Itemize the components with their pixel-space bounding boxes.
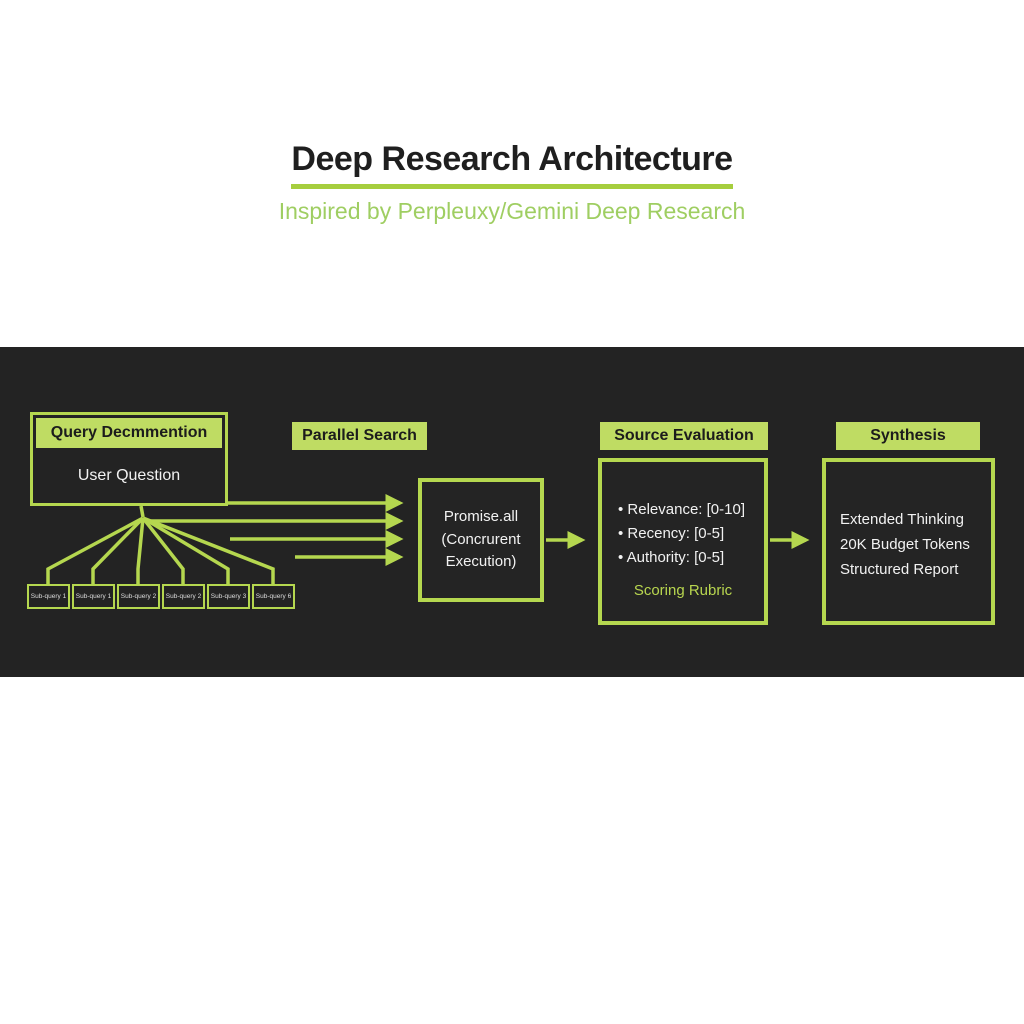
- subquery-box: Sub-query 1: [27, 584, 70, 609]
- source-evaluation-box: Relevance: [0-10] Recency: [0-5] Authori…: [598, 458, 768, 625]
- page-title: Deep Research Architecture: [291, 140, 733, 189]
- criterion-recency: Recency: [0-5]: [618, 522, 764, 546]
- promise-line-2: (Concrurent: [441, 530, 521, 548]
- subquery-box: Sub-query 2: [162, 584, 205, 609]
- page-subtitle: Inspired by Perpleuxy/Gemini Deep Resear…: [278, 198, 746, 224]
- criterion-relevance: Relevance: [0-10]: [618, 498, 764, 522]
- subquery-box: Sub-query 2: [117, 584, 160, 609]
- fanout-lines: [46, 505, 275, 584]
- subquery-box: Sub-query 6: [252, 584, 295, 609]
- synthesis-line-3: Structured Report: [840, 560, 959, 578]
- synthesis-line-2: 20K Budget Tokens: [840, 535, 970, 553]
- subquery-box: Sub-query 3: [207, 584, 250, 609]
- subquery-box: Sub-query 1: [72, 584, 115, 609]
- parallel-search-label: Parallel Search: [292, 422, 427, 450]
- promise-line-1: Promise.all: [443, 508, 519, 526]
- scoring-criteria-list: Relevance: [0-10] Recency: [0-5] Authori…: [602, 498, 764, 570]
- promise-line-3: Execution): [445, 553, 517, 571]
- scoring-rubric-caption: Scoring Rubric: [633, 582, 733, 599]
- synthesis-label: Synthesis: [836, 422, 980, 450]
- query-decomposition-header: Query Decmmention: [36, 418, 222, 448]
- query-decomposition-group: Query Decmmention User Question: [30, 412, 228, 506]
- synthesis-line-1: Extended Thinking: [840, 511, 964, 528]
- user-question-box: User Question: [77, 466, 181, 484]
- criterion-authority: Authority: [0-5]: [618, 546, 764, 570]
- page-header: Deep Research Architecture Inspired by P…: [0, 140, 1024, 225]
- promise-all-box: Promise.all (Concrurent Execution): [418, 478, 544, 602]
- parallel-search-arrows: [148, 493, 404, 567]
- source-evaluation-label: Source Evaluation: [600, 422, 768, 450]
- synthesis-box: Extended Thinking 20K Budget Tokens Stru…: [822, 458, 995, 625]
- architecture-diagram-band: Query Decmmention User Question Sub-quer…: [0, 347, 1024, 677]
